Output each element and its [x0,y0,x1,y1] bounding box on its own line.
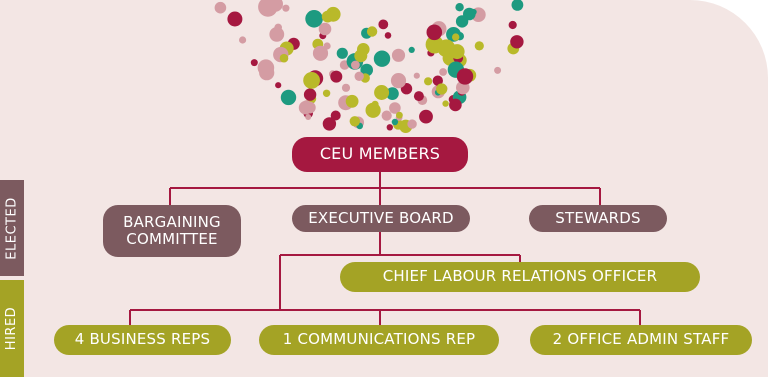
decorative-dot [269,27,285,42]
decorative-dot [354,49,368,63]
decorative-dot [303,72,320,89]
decorative-dot [345,94,359,108]
connector-board-to-hired [129,231,641,325]
decorative-dot [425,35,444,54]
decorative-dot [318,22,332,36]
decorative-dot [275,82,282,89]
decorative-dot [227,11,243,27]
decorative-dot [386,124,393,131]
decorative-dot [214,1,227,14]
hired-sidebar-label: HIRED [0,280,24,377]
decorative-dot [449,98,462,112]
decorative-dot [330,70,343,83]
decorative-dot [305,114,312,120]
decorative-dot [474,41,484,51]
decorative-dot [407,119,417,129]
decorative-dot [455,3,464,12]
decorative-dot [408,46,415,54]
decorative-dot [279,53,289,63]
decorative-dot [396,111,403,119]
decorative-dot [239,36,247,44]
decorative-dot [349,116,360,127]
executive-board-node: EXECUTIVE BOARD [292,205,470,232]
stewards-label: STEWARDS [555,208,641,227]
business-reps-label: 4 BUSINESS REPS [74,330,211,349]
decorative-dot [321,10,334,23]
decorative-dot [303,101,316,114]
decorative-dot [419,109,433,124]
decorative-dot [413,72,420,79]
decorative-dot [280,89,297,106]
decorative-dot [511,0,524,11]
decorative-dot [305,9,323,28]
business-reps-node: 4 BUSINESS REPS [54,325,231,355]
decorative-dot [374,85,390,100]
bargaining-committee-node: BARGAINING COMMITTEE [103,205,241,257]
decorative-dot [312,45,329,61]
decorative-dot [257,59,275,76]
decorative-dot [424,77,433,86]
executive-board-label: EXECUTIVE BOARD [308,208,454,227]
decorative-dot [426,24,443,41]
decorative-dot [322,117,337,131]
decorative-dot [386,87,399,100]
decorative-dot [390,73,407,89]
decorative-dot [452,33,460,41]
decorative-dot [336,47,348,59]
decorative-dot [378,19,389,30]
decorative-dot [366,26,378,37]
office-admin-staff-node: 2 OFFICE ADMIN STAFF [530,325,752,355]
decorative-dot [455,15,469,28]
decorative-dot [267,0,283,12]
decorative-dot [389,102,401,114]
decorative-dot [303,88,317,101]
decorative-dot [322,89,331,98]
bargaining-line-2: COMMITTEE [126,230,218,248]
decorative-dot [351,60,360,70]
elected-sidebar-label: ELECTED [0,180,24,276]
decorative-dot [510,35,524,49]
decorative-dot [282,4,290,12]
connector-top-to-elected [169,172,601,205]
decorative-dot [250,59,258,67]
decorative-dot [439,68,447,76]
decorative-dot [413,91,424,102]
decorative-dot [449,44,465,60]
decorative-dot [456,68,474,85]
decorative-dot [341,83,351,92]
decorative-dot [494,66,502,74]
decorative-dot [360,63,374,77]
decorative-dot [373,50,391,67]
communications-rep-label: 1 COMMUNICATIONS REP [282,330,476,349]
ceu-members-node: CEU MEMBERS [292,137,468,172]
elected-label-text: ELECTED [4,196,20,260]
bargaining-line-1: BARGAINING [123,212,221,231]
chief-officer-label: CHIEF LABOUR RELATIONS OFFICER [382,267,658,286]
ceu-members-label: CEU MEMBERS [319,144,441,164]
chief-labour-relations-officer-node: CHIEF LABOUR RELATIONS OFFICER [340,262,700,292]
stewards-node: STEWARDS [529,205,667,232]
decorative-dot [391,48,406,62]
decorative-dot [442,100,449,107]
decorative-dot [330,110,341,121]
decorative-dot [391,118,399,126]
hired-label-text: HIRED [4,306,20,351]
decorative-dot [436,83,448,95]
communications-rep-node: 1 COMMUNICATIONS REP [259,325,499,355]
decorative-dot [432,75,443,86]
decorative-dot [384,32,392,39]
decorative-dot [508,20,517,30]
decorative-dot [381,110,392,121]
office-admin-label: 2 OFFICE ADMIN STAFF [552,330,730,349]
dot-cluster [214,0,524,133]
decorative-dot [274,23,283,32]
decorative-dot [354,71,364,82]
decorative-dot [365,102,381,118]
